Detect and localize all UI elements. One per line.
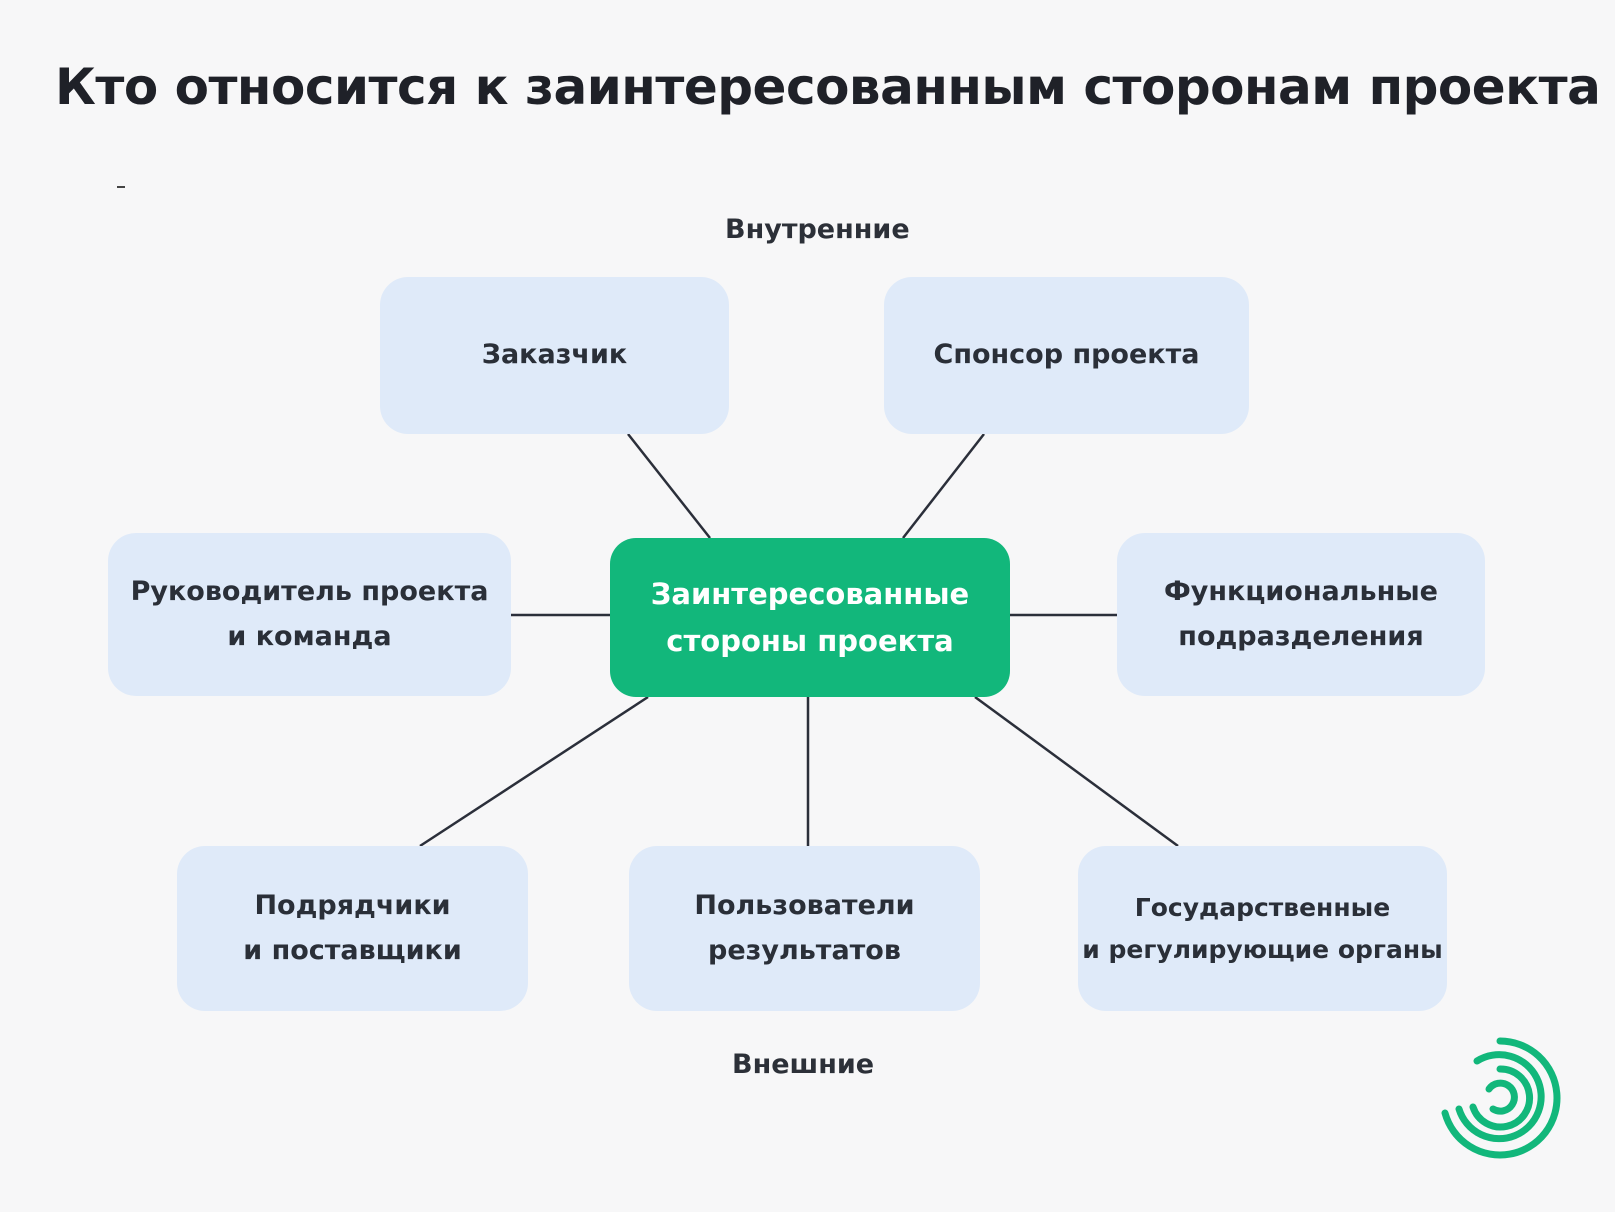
stray-mark [117, 186, 125, 188]
group-label-internal: Внутренние [725, 214, 910, 245]
connector-government [974, 695, 1179, 848]
node-customer: Заказчик [380, 277, 729, 434]
node-government-label: Государственные и регулирующие органы [1082, 893, 1443, 964]
node-functional-label: Функциональные подразделения [1164, 575, 1438, 652]
page-title: Кто относится к заинтересованным сторона… [55, 58, 1601, 116]
concentric-arcs-logo-icon [1441, 1037, 1561, 1159]
node-center: Заинтересованные стороны проекта [610, 538, 1010, 697]
connector-customer [627, 433, 711, 539]
node-government: Государственные и регулирующие органы [1078, 846, 1447, 1011]
node-contractors-label: Подрядчики и поставщики [243, 889, 462, 966]
node-functional: Функциональные подразделения [1117, 533, 1485, 696]
node-sponsor-label: Спонсор проекта [933, 339, 1200, 371]
node-users-label: Пользователи результатов [694, 889, 915, 966]
node-contractors: Подрядчики и поставщики [177, 846, 528, 1011]
connector-sponsor [902, 433, 985, 539]
node-customer-label: Заказчик [481, 339, 628, 371]
node-manager-label: Руководитель проекта и команда [130, 575, 489, 652]
connector-contractors [419, 695, 649, 848]
node-manager: Руководитель проекта и команда [108, 533, 511, 696]
node-users: Пользователи результатов [629, 846, 980, 1011]
node-center-label: Заинтересованные стороны проекта [650, 577, 970, 658]
node-sponsor: Спонсор проекта [884, 277, 1249, 434]
group-label-external: Внешние [732, 1049, 875, 1080]
